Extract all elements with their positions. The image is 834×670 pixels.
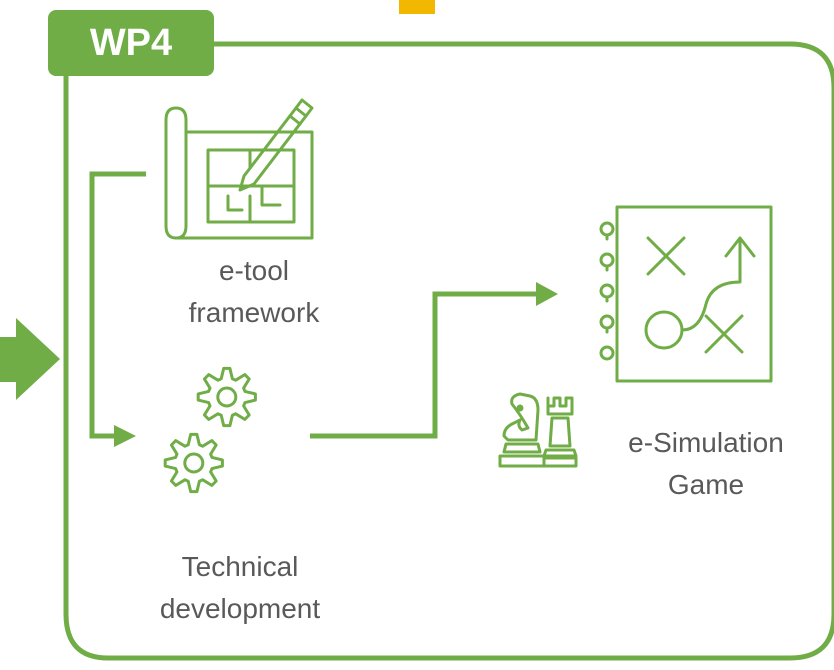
technical-label-line2: development <box>159 593 321 624</box>
chess-pieces-icon <box>498 392 578 468</box>
technical-label-line1: Technical <box>181 551 299 582</box>
e-simulation-game-label: e-Simulation Game <box>590 422 822 506</box>
incoming-arrow-icon <box>0 318 60 400</box>
blueprint-pencil-icon <box>164 98 314 240</box>
wp4-frame <box>63 41 834 661</box>
connector-technical-to-simulation <box>310 282 558 439</box>
etool-label-line2: framework <box>188 297 320 328</box>
top-orange-connector <box>399 0 435 14</box>
simulation-label-line1: e-Simulation <box>628 427 784 458</box>
gears-icon <box>163 366 257 494</box>
simulation-label-line2: Game <box>667 469 745 500</box>
etool-label-line1: e-tool <box>218 255 290 286</box>
strategy-notebook-icon <box>599 205 773 383</box>
wp-tab-label: WP4 <box>48 10 214 76</box>
connector-etool-to-technical <box>89 171 146 447</box>
technical-development-label: Technical development <box>120 546 360 630</box>
etool-framework-label: e-tool framework <box>146 250 362 334</box>
